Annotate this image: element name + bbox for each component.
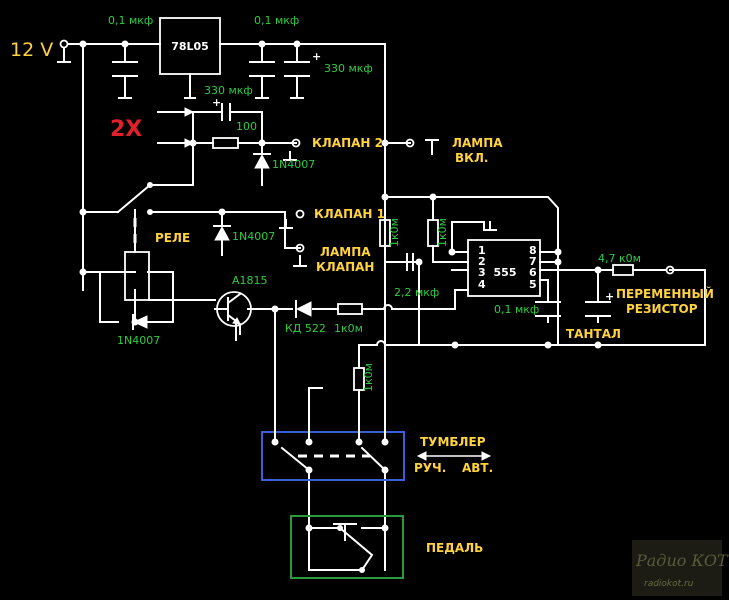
plus-mark: + [312, 50, 321, 63]
relay-label: РЕЛЕ [155, 231, 190, 245]
c-out-label: 0,1 мкф [254, 14, 299, 27]
multiplier-arrows [157, 79, 195, 148]
logo-line1: Радио КОТ [635, 551, 729, 570]
c-timing-label: 2,2 мкф [394, 286, 439, 299]
supply-terminal [59, 39, 69, 49]
d-relay-label: 1N4007 [232, 230, 275, 243]
pedal [290, 515, 404, 579]
multiplier-label: 2Х [110, 117, 142, 142]
ic-555: 555 1 2 3 4 8 7 6 5 [467, 239, 541, 297]
lamp-valve-line1: ЛАМПА [320, 245, 371, 259]
relay [116, 182, 153, 301]
toggle-switch [261, 411, 492, 481]
valve1-terminal [295, 209, 305, 219]
ic-pin-7: 7 [529, 255, 537, 268]
svg-text:+: + [605, 290, 614, 303]
labels: 12 V 0,1 мкф 0,1 мкф 330 мкф 330 мкф 2Х … [10, 14, 714, 555]
ic-pin-8: 8 [529, 244, 537, 257]
wires [67, 43, 706, 571]
pedal-label: ПЕДАЛЬ [426, 541, 483, 555]
terminals [57, 39, 675, 275]
lamp-on-line2: ВКЛ. [455, 151, 488, 165]
var-res-line2: РЕЗИСТОР [626, 302, 698, 316]
toggle-manual: РУЧ. [414, 461, 446, 475]
ic-pin-6: 6 [529, 266, 537, 279]
c-mid-label: 330 мкф [204, 84, 253, 97]
diodes [132, 153, 312, 330]
d-coil-label: 1N4007 [117, 334, 160, 347]
regulator-78l05: 78L05 [159, 17, 221, 75]
transistor-a1815 [214, 291, 252, 335]
r-top2-label: 1к0м [436, 218, 449, 247]
lamp-on-line1: ЛАМПА [452, 136, 503, 150]
lamp-on-terminal [405, 138, 415, 148]
tantal-label: ТАНТАЛ [566, 327, 621, 341]
supply-label: 12 V [10, 39, 53, 61]
transistor-label: A1815 [232, 274, 268, 287]
radiokot-logo: Радио КОТ radiokot.ru [632, 540, 729, 596]
c-in-label: 0,1 мкф [108, 14, 153, 27]
d-signal-label: КД 522 [285, 322, 326, 335]
capacitors: + + + [112, 50, 614, 317]
ic-pin-4: 4 [478, 278, 486, 291]
ic-pin-5: 5 [529, 278, 537, 291]
ic-pin-3: 3 [478, 266, 486, 279]
var-res-line1: ПЕРЕМЕННЫЙ [616, 286, 714, 301]
r-base-label: 1к0м [334, 322, 363, 335]
c-out-big-label: 330 мкф [324, 62, 373, 75]
valve2-terminal [291, 138, 301, 148]
r-bottom-label: 1к0м [362, 363, 375, 392]
lamp-valve-terminal [295, 243, 305, 253]
ic-label: 555 [494, 266, 517, 279]
resistors [212, 137, 634, 391]
junctions [79, 40, 602, 532]
toggle-label: ТУМБЛЕР [420, 435, 486, 449]
svg-text:+: + [212, 96, 221, 109]
valve2-label: КЛАПАН 2 [312, 136, 383, 150]
valve1-label: КЛАПАН 1 [314, 207, 385, 221]
r-pot-label: 4,7 к0м [598, 252, 641, 265]
lamp-valve-line2: КЛАПАН [316, 260, 374, 274]
ic-pin-1: 1 [478, 244, 486, 257]
ic-pin-2: 2 [478, 255, 486, 268]
pot-terminal [665, 265, 675, 275]
pedal-frame [290, 515, 404, 579]
d-valve2-label: 1N4007 [272, 158, 315, 171]
regulator-label: 78L05 [171, 40, 209, 53]
toggle-frame [261, 431, 405, 481]
r-top1-label: 1к0м [388, 218, 401, 247]
r-valve2-label: 100 [236, 120, 257, 133]
toggle-auto: АВТ. [462, 461, 493, 475]
logo-line2: radiokot.ru [644, 579, 694, 589]
c-ctrl-label: 0,1 мкф [494, 303, 539, 316]
